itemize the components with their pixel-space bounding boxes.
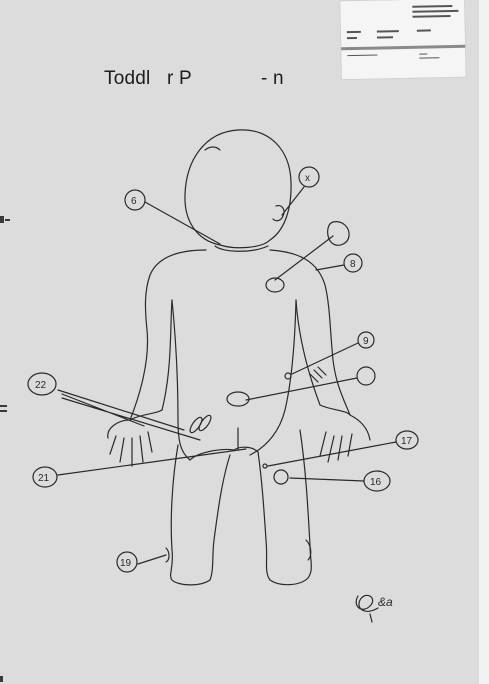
hatching <box>310 367 326 382</box>
signature: &a <box>378 595 393 609</box>
callout-9: 9 <box>363 336 369 347</box>
callout-21: 21 <box>38 473 50 484</box>
left-arm-outline <box>130 250 206 420</box>
left-arm-inner <box>162 300 172 410</box>
detail-circle-shoulder <box>328 222 349 246</box>
callout-17: 17 <box>401 436 413 447</box>
right-hand <box>320 405 370 462</box>
lesion-loin <box>227 392 249 406</box>
neck-line <box>215 246 268 251</box>
callout-x: x <box>305 173 310 184</box>
callout-8: 8 <box>350 259 356 270</box>
left-hand <box>108 410 162 466</box>
buttocks <box>190 447 258 460</box>
lesion-buttock-left <box>188 416 204 435</box>
ear-outline <box>273 206 284 221</box>
edge-artifact <box>0 676 3 682</box>
edge-artifact <box>0 216 4 223</box>
edge-artifact <box>5 219 10 221</box>
callout-16: 16 <box>370 477 382 488</box>
edge-artifact <box>0 405 7 407</box>
callout-22: 22 <box>35 380 47 391</box>
left-leg <box>171 445 230 585</box>
lesion-buttock-left-2 <box>197 414 213 433</box>
signature-mark <box>356 595 378 622</box>
callout-19: 19 <box>120 558 132 569</box>
callout-6: 6 <box>131 196 137 207</box>
head-outline <box>185 130 291 248</box>
hair-line <box>205 147 220 150</box>
torso-right-side <box>250 300 296 455</box>
right-leg <box>258 430 311 585</box>
edge-artifact <box>0 410 7 412</box>
